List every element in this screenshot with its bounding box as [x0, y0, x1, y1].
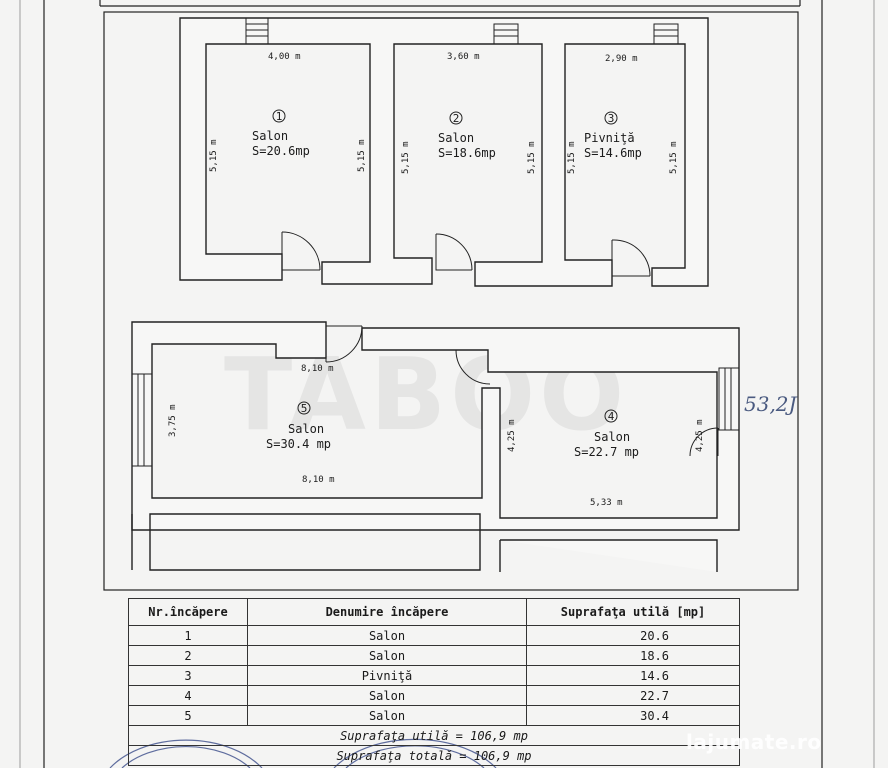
header-area: Suprafaţa utilă [mp]: [526, 598, 740, 626]
room-5-number: 5: [301, 402, 308, 415]
lower-doors: [325, 325, 719, 457]
room-4-name: Salon: [594, 430, 630, 444]
room-2-dim-left: 5,15 m: [401, 141, 411, 174]
room-3-dim-right: 5,15 m: [669, 141, 679, 174]
stairs: [245, 17, 679, 45]
header-name: Denumire încăpere: [247, 598, 527, 626]
table-row: 2 Salon 18.6: [128, 645, 740, 666]
room-3-dim-left: 5,15 m: [567, 141, 577, 174]
room-5-area: S=30.4 mp: [266, 437, 331, 451]
room-5-dim-bottom: 8,10 m: [302, 475, 335, 485]
room-4-number: 4: [608, 410, 615, 423]
row-name: Salon: [247, 685, 527, 706]
room-5-name: Salon: [288, 422, 324, 436]
table-row: 1 Salon 20.6: [128, 625, 740, 646]
row-area: 18.6: [526, 645, 740, 666]
room-1-dim-top: 4,00 m: [268, 52, 301, 62]
room-2-dim-top: 3,60 m: [447, 52, 480, 62]
upper-doors: [281, 231, 651, 277]
room-1-area: S=20.6mp: [252, 144, 310, 158]
lower-building-walls: [131, 321, 740, 572]
row-nr: 1: [128, 625, 248, 646]
room-1-number: 1: [276, 110, 283, 123]
room-4-area: S=22.7 mp: [574, 445, 639, 459]
row-area: 30.4: [526, 705, 740, 726]
row-nr: 4: [128, 685, 248, 706]
room-3-dim-top: 2,90 m: [605, 54, 638, 64]
table-row: 3 Pivniţă 14.6: [128, 665, 740, 686]
row-area: 14.6: [526, 665, 740, 686]
total-total: Suprafaţa totală = 106,9 mp: [128, 745, 740, 766]
room-5-dim-left: 3,75 m: [168, 404, 178, 437]
room-1-dim-right: 5,15 m: [357, 139, 367, 172]
room-2-number: 2: [453, 112, 460, 125]
room-2-area: S=18.6mp: [438, 146, 496, 160]
room-2-name: Salon: [438, 131, 474, 145]
handwritten-note: 53,2J: [744, 392, 797, 416]
room-4-dim-left: 4,25 m: [507, 419, 517, 452]
room-4-dim-right: 4,25 m: [695, 419, 705, 452]
table-header-row: Nr.încăpere Denumire încăpere Suprafaţa …: [128, 598, 740, 626]
row-name: Salon: [247, 625, 527, 646]
row-name: Pivniţă: [247, 665, 527, 686]
row-nr: 3: [128, 665, 248, 686]
row-nr: 2: [128, 645, 248, 666]
room-4-dim-bottom: 5,33 m: [590, 498, 623, 508]
row-name: Salon: [247, 645, 527, 666]
rooms-table: Nr.încăpere Denumire încăpere Suprafaţa …: [128, 598, 740, 766]
room-2-dim-right: 5,15 m: [527, 141, 537, 174]
row-area: 22.7: [526, 685, 740, 706]
windows: [131, 367, 740, 467]
room-3-number: 3: [608, 112, 615, 125]
row-name: Salon: [247, 705, 527, 726]
room-5-dim-top: 8,10 m: [301, 364, 334, 374]
total-useful: Suprafaţa utilă = 106,9 mp: [128, 725, 740, 746]
table-row: 4 Salon 22.7: [128, 685, 740, 706]
room-1-name: Salon: [252, 129, 288, 143]
total-useful-row: Suprafaţa utilă = 106,9 mp: [128, 725, 740, 746]
room-3-name: Pivniţă: [584, 131, 635, 145]
row-area: 20.6: [526, 625, 740, 646]
table-row: 5 Salon 30.4: [128, 705, 740, 726]
total-total-row: Suprafaţa totală = 106,9 mp: [128, 745, 740, 766]
row-nr: 5: [128, 705, 248, 726]
upper-building-walls: [179, 17, 709, 287]
room-3-area: S=14.6mp: [584, 146, 642, 160]
header-nr: Nr.încăpere: [128, 598, 248, 626]
room-1-dim-left: 5,15 m: [209, 139, 219, 172]
lajumate-watermark: lajumate.ro: [686, 730, 822, 754]
